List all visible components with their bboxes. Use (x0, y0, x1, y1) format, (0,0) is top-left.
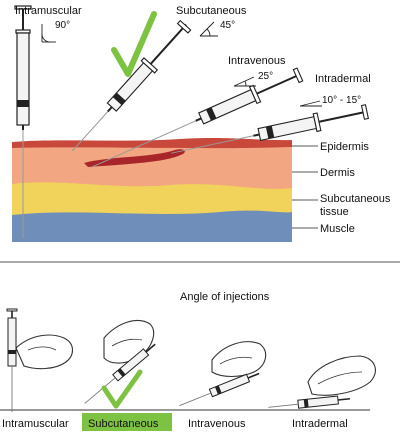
syringe-icon-subcutaneous (71, 19, 192, 152)
muscle-label: Muscle (320, 223, 355, 235)
dermis-layer (12, 145, 292, 189)
subcutaneous-label-bottom: Subcutaneous (88, 418, 159, 430)
bottom-title: Angle of injections (180, 291, 270, 303)
intramuscular-label-top: Intramuscular (15, 5, 82, 17)
syringe-icon-intradermal-small (268, 395, 351, 409)
intravenous-label-bottom: Intravenous (188, 418, 246, 430)
subcutaneous-label-top: Subcutaneous (176, 5, 247, 17)
syringe-icon-subcutaneous-small (84, 343, 156, 404)
dermis-label: Dermis (320, 167, 355, 179)
syringe-icon-intramuscular-small (6, 308, 18, 412)
intramuscular-label-bottom: Intramuscular (2, 418, 69, 430)
hand-icon-intradermal (307, 355, 376, 396)
checkmark-icon-bottom (101, 369, 143, 409)
angle-icon-25 (233, 76, 256, 87)
intravenous-angle: 25° (258, 71, 273, 82)
syringe-icon-intravenous-small (179, 372, 260, 407)
muscle-layer (12, 209, 292, 242)
syringe-icon-intramuscular (14, 5, 32, 238)
layer-leader-lines (292, 145, 318, 229)
checkmark-icon-top (111, 11, 157, 77)
intradermal-angle: 10° - 15° (322, 95, 361, 106)
hand-icon-intramuscular (15, 334, 74, 370)
vein-shape (84, 149, 185, 167)
subcutaneous-tissue-label-line1: Subcutaneous (320, 193, 391, 205)
angle-icon-45 (199, 21, 218, 37)
angle-icon-90 (41, 24, 56, 43)
epidermis-label: Epidermis (320, 141, 369, 153)
intravenous-label-top: Intravenous (228, 55, 286, 67)
epidermis-layer (12, 138, 292, 149)
subcutaneous-tissue-label-line2: tissue (320, 206, 349, 218)
intradermal-label-top: Intradermal (315, 73, 371, 85)
subcutaneous-angle: 45° (220, 20, 235, 31)
angle-icon-10-15 (299, 100, 322, 107)
intradermal-label-bottom: Intradermal (292, 418, 348, 430)
intramuscular-angle: 90° (55, 20, 70, 31)
syringe-icon-intradermal (171, 104, 370, 154)
subcutaneous-highlight (82, 413, 172, 431)
syringe-icon-intravenous (91, 67, 304, 168)
hand-icon-intravenous (211, 341, 267, 378)
skin-cross-section (12, 138, 292, 242)
subcutaneous-tissue-layer (12, 180, 292, 215)
